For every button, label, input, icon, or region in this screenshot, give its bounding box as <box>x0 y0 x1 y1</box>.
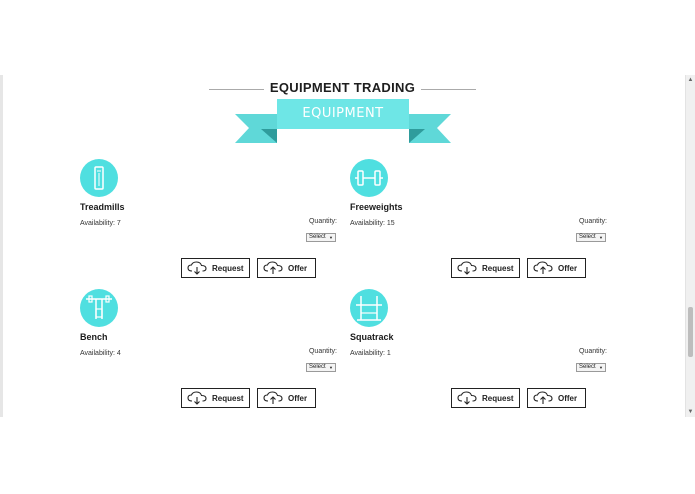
offer-label: Offer <box>558 263 578 273</box>
request-label: Request <box>212 263 244 273</box>
equipment-card-squatrack: Squatrack Availability: 1 Quantity: Sele… <box>350 289 615 419</box>
quantity-label: Quantity: <box>308 348 337 355</box>
request-button[interactable]: Request <box>181 258 250 278</box>
availability-label: Availability: <box>80 350 115 357</box>
availability-label: Availability: <box>350 220 385 227</box>
scroll-up-arrow-icon[interactable]: ▲ <box>687 77 694 83</box>
quantity-label: Quantity: <box>308 218 337 225</box>
availability-value: 1 <box>386 350 391 357</box>
cloud-upload-icon <box>533 261 553 274</box>
cloud-download-icon <box>457 391 477 405</box>
treadmill-icon <box>80 159 118 197</box>
vertical-scrollbar[interactable]: ▲ ▼ <box>685 75 695 417</box>
chevron-down-icon: ▼ <box>329 365 333 370</box>
dumbbell-icon <box>350 159 388 197</box>
quantity-select[interactable]: Select▼ <box>576 233 606 242</box>
offer-label: Offer <box>558 393 578 403</box>
availability-value: 4 <box>116 350 121 357</box>
availability-value: 7 <box>116 220 121 227</box>
equipment-card-bench: Bench Availability: 4 Quantity: Select▼ … <box>80 289 345 419</box>
equipment-name: Freeweights <box>350 202 403 212</box>
quantity-label: Quantity: <box>578 348 607 355</box>
cloud-upload-icon <box>263 391 283 404</box>
request-label: Request <box>482 393 514 403</box>
scroll-thumb[interactable] <box>688 307 693 357</box>
heading-rule-left <box>209 89 264 90</box>
select-value: Select <box>309 364 326 370</box>
offer-label: Offer <box>288 393 308 403</box>
request-button[interactable]: Request <box>181 388 250 408</box>
offer-button[interactable]: Offer <box>257 258 316 278</box>
offer-label: Offer <box>288 263 308 273</box>
availability-text: Availability: 4 <box>80 350 121 357</box>
availability-label: Availability: <box>80 220 115 227</box>
page-title: EQUIPMENT TRADING <box>269 80 416 95</box>
scroll-down-arrow-icon[interactable]: ▼ <box>687 409 694 415</box>
quantity-label: Quantity: <box>578 218 607 225</box>
quantity-select[interactable]: Select▼ <box>576 363 606 372</box>
equipment-card-treadmills: Treadmills Availability: 7 Quantity: Sel… <box>80 159 345 289</box>
availability-value: 15 <box>386 220 395 227</box>
request-button[interactable]: Request <box>451 388 520 408</box>
request-label: Request <box>212 393 244 403</box>
cloud-upload-icon <box>263 261 283 274</box>
availability-text: Availability: 15 <box>350 220 395 227</box>
select-value: Select <box>309 234 326 240</box>
cloud-download-icon <box>187 391 207 405</box>
offer-button[interactable]: Offer <box>527 258 586 278</box>
cloud-download-icon <box>457 261 477 275</box>
quantity-select[interactable]: Select▼ <box>306 233 336 242</box>
request-button[interactable]: Request <box>451 258 520 278</box>
availability-label: Availability: <box>350 350 385 357</box>
bench-press-icon <box>80 289 118 327</box>
chevron-down-icon: ▼ <box>329 235 333 240</box>
request-label: Request <box>482 263 514 273</box>
select-value: Select <box>579 364 596 370</box>
availability-text: Availability: 1 <box>350 350 391 357</box>
offer-button[interactable]: Offer <box>257 388 316 408</box>
offer-button[interactable]: Offer <box>527 388 586 408</box>
cloud-download-icon <box>187 261 207 275</box>
chevron-down-icon: ▼ <box>599 235 603 240</box>
squat-rack-icon <box>350 289 388 327</box>
equipment-name: Squatrack <box>350 332 394 342</box>
select-value: Select <box>579 234 596 240</box>
page-left-edge <box>0 75 3 417</box>
cloud-upload-icon <box>533 391 553 404</box>
chevron-down-icon: ▼ <box>599 365 603 370</box>
availability-text: Availability: 7 <box>80 220 121 227</box>
equipment-name: Bench <box>80 332 108 342</box>
heading-rule-right <box>421 89 476 90</box>
ribbon-banner <box>235 99 451 143</box>
equipment-name: Treadmills <box>80 202 125 212</box>
quantity-select[interactable]: Select▼ <box>306 363 336 372</box>
equipment-card-freeweights: Freeweights Availability: 15 Quantity: S… <box>350 159 615 289</box>
ribbon-label: EQUIPMENT <box>302 106 384 121</box>
